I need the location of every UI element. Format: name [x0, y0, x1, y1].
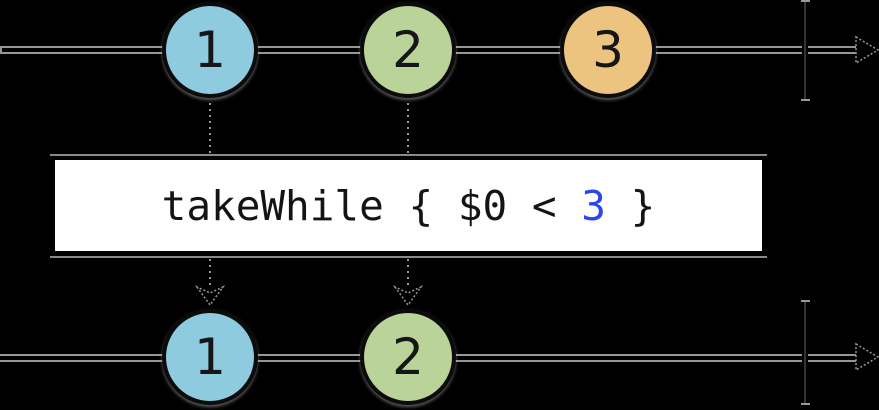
source-edge-marker-tick-top — [801, 0, 810, 2]
output-marble-2-arrowhead-icon — [392, 285, 424, 307]
operator-code-literal: 3 — [581, 181, 606, 230]
source-edge-marker-line — [804, 2, 806, 99]
operator-band-bottom-line — [50, 256, 767, 258]
connector-source-1 — [209, 103, 211, 153]
connector-output-2 — [407, 259, 409, 287]
source-marble-1: 1 — [162, 2, 258, 98]
output-marble-1-arrowhead-icon — [194, 285, 226, 307]
output-timeline-arrowhead-icon — [855, 342, 879, 372]
output-marble-1: 1 — [162, 309, 258, 405]
source-marble-2-label: 2 — [392, 21, 424, 79]
source-marble-3-label: 3 — [592, 21, 624, 79]
source-edge-marker-tick-bottom — [801, 99, 810, 101]
connector-output-1 — [209, 259, 211, 287]
output-marble-2-label: 2 — [392, 328, 424, 386]
output-marble-1-label: 1 — [194, 328, 226, 386]
connector-source-2 — [407, 103, 409, 153]
output-marble-2: 2 — [360, 309, 456, 405]
output-edge-marker-tick-top — [801, 300, 810, 302]
source-marble-2: 2 — [360, 2, 456, 98]
output-edge-marker-tick-bottom — [801, 403, 810, 405]
source-timeline-arrowhead-icon — [855, 35, 879, 65]
source-marble-1-label: 1 — [194, 21, 226, 79]
source-timeline-start-cap — [0, 46, 2, 54]
operator-code-suffix: } — [605, 181, 656, 230]
output-edge-marker-line — [804, 302, 806, 403]
source-marble-3: 3 — [560, 2, 656, 98]
operator-code-prefix: takeWhile { $0 < — [161, 181, 582, 230]
operator-box: takeWhile { $0 < 3 } — [52, 157, 765, 254]
operator-band-top-line — [50, 154, 767, 156]
